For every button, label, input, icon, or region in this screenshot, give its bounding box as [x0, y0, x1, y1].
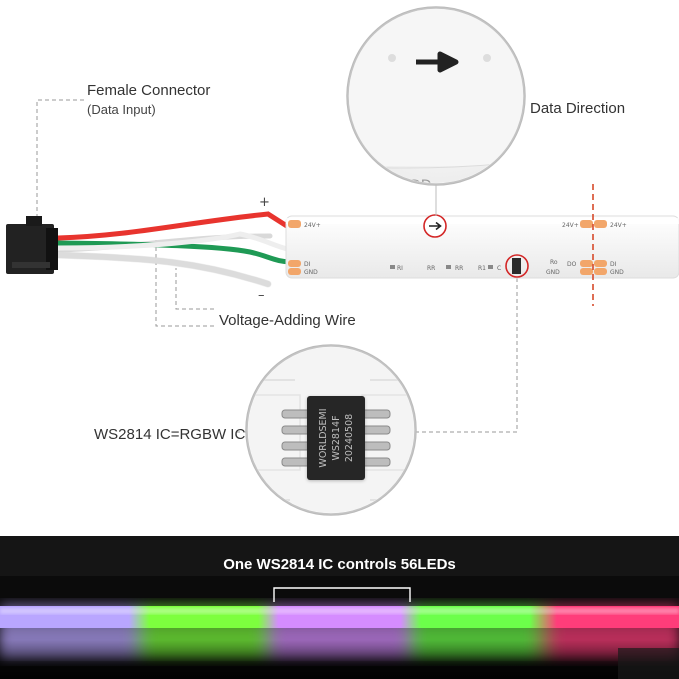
pad-di-right	[594, 260, 607, 267]
chip-model: WS2814F	[331, 415, 342, 460]
pad-di-left	[288, 260, 301, 267]
wire-red	[55, 211, 293, 241]
wire-white-data	[55, 231, 295, 253]
leader-lines	[36, 99, 518, 433]
connector-body	[6, 224, 54, 274]
voltage-leader-inner	[175, 268, 214, 310]
wire-white-minus-outline	[54, 251, 272, 288]
component-rr-2: RR	[455, 265, 463, 272]
pad-di-left-text: DI	[304, 261, 311, 268]
chip-batch: 20240508	[344, 414, 355, 462]
voltage-leader-outer	[155, 238, 214, 327]
component-rr-body	[446, 265, 451, 269]
label-data-direction: Data Direction	[530, 100, 626, 117]
plus-mark: +	[259, 195, 270, 210]
pad-do-text: DO	[567, 261, 577, 268]
minus-mark: –	[258, 288, 265, 303]
pad-do-right	[580, 260, 593, 267]
pad-24v-left	[288, 220, 301, 228]
label-ws2814-ic: WS2814 IC=RGBW IC	[94, 426, 246, 443]
connector-leader	[36, 99, 84, 216]
component-r1: R1	[478, 265, 486, 272]
pad-gnd-right-a-text: GND	[546, 269, 560, 276]
pad-gnd-right-b	[594, 268, 607, 275]
pad-24v-right-b-text: 24V+	[610, 222, 627, 229]
label-bottom-caption: One WS2814 IC controls 56LEDs	[223, 556, 456, 573]
pad-gnd-right-b-text: GND	[610, 269, 624, 276]
component-ri-body	[390, 265, 395, 269]
ic-chip-body	[307, 396, 365, 480]
zoom-ic: WORLDSEMI WS2814F 20240508	[245, 344, 417, 516]
pad-di-right-text: DI	[610, 261, 617, 268]
ic-callout-leader	[414, 278, 518, 433]
pad-24v-left-text: 24V+	[304, 222, 321, 229]
arrow-large-icon	[416, 51, 459, 73]
label-voltage-adding-wire: Voltage-Adding Wire	[219, 312, 356, 329]
caption-bracket	[273, 587, 411, 602]
label-female-connector: Female Connector	[87, 82, 211, 99]
female-connector	[6, 216, 58, 274]
wires	[54, 211, 295, 288]
component-r1-body	[488, 265, 493, 269]
pad-24v-right-a-text: 24V+	[562, 222, 579, 229]
wire-green	[55, 240, 295, 265]
arrow-small-icon	[429, 221, 442, 231]
ic-small	[512, 258, 521, 274]
connector-front	[46, 228, 58, 270]
label-data-input: (Data Input)	[87, 102, 156, 117]
component-c: C	[497, 265, 501, 272]
component-ri: RI	[397, 265, 403, 272]
pad-24v-right-b	[594, 220, 607, 228]
strip-highlight	[286, 218, 679, 224]
pad-ro-text: Ro	[550, 259, 558, 266]
pad-gnd-right-a	[580, 268, 593, 275]
component-rr-1: RR	[427, 265, 435, 272]
pad-gnd-left	[288, 268, 301, 275]
chip-brand: WORLDSEMI	[318, 408, 329, 467]
pad-gnd-left-text: GND	[304, 269, 318, 276]
svg-text:DD: DD	[410, 178, 432, 194]
ic-callout-circle	[505, 254, 529, 278]
led-photo-band	[0, 536, 679, 679]
wire-white-minus	[55, 252, 271, 287]
connector-ridge	[12, 262, 50, 268]
led-strip: 24V+ DI GND RI RR RR R1 C 24V+ 24V+ Ro D…	[285, 214, 679, 279]
pad-24v-right-a	[580, 220, 593, 228]
connector-latch	[26, 216, 42, 226]
zoom-data-direction: DD	[346, 6, 526, 216]
